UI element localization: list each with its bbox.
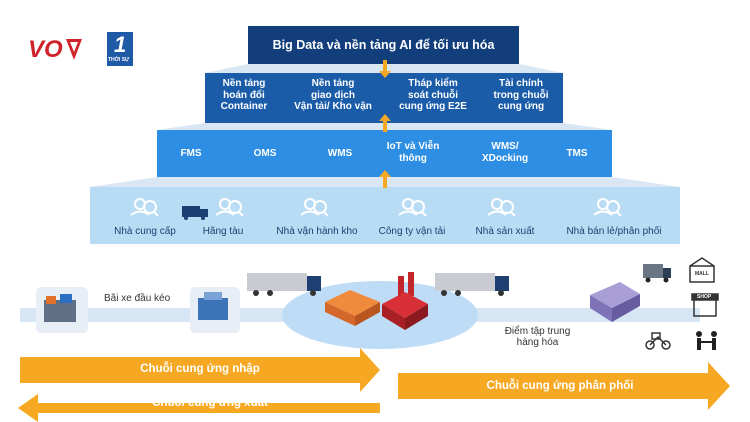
port-warehouse-icon xyxy=(36,287,88,333)
logo-subtext: THỜI SỰ xyxy=(108,57,130,63)
distribution-arrow xyxy=(398,362,730,410)
distribution-center-icon xyxy=(325,290,380,326)
level3-item-wms-xdocking: WMS/ XDocking xyxy=(481,141,529,164)
pyramid-level2-box xyxy=(205,73,563,123)
level3-item-fms: FMS xyxy=(180,148,202,159)
mall-icon xyxy=(689,257,715,283)
pyramid-top-label: Big Data và nền tảng AI để tối ưu hóa xyxy=(272,38,495,52)
person-search-icon xyxy=(130,198,159,217)
stakeholder-supplier: Nhà cung cấp xyxy=(114,226,176,237)
person-search-icon xyxy=(300,198,329,217)
delivery-truck-icon xyxy=(643,264,671,283)
mall-sign: MALL xyxy=(695,271,709,277)
export-chain-label: Chuỗi cung ứng xuất xyxy=(152,397,268,409)
stakeholder-shipping-line: Hãng tàu xyxy=(202,226,244,237)
export-arrow xyxy=(18,394,380,422)
level3-item-oms: OMS xyxy=(253,148,277,159)
distribution-chain-label: Chuỗi cung ứng phân phối xyxy=(486,380,634,392)
svg-text:VO: VO xyxy=(28,36,63,63)
truck-terminal-icon xyxy=(190,287,240,333)
stakeholder-transport-company: Công ty vận tải xyxy=(378,226,446,237)
person-search-icon xyxy=(398,198,427,217)
level3-item-tms: TMS xyxy=(566,148,588,159)
stakeholder-retailer: Nhà bán lẻ/phân phối xyxy=(566,226,662,237)
level3-item-iot: IoT và Viễn thông xyxy=(386,141,440,164)
person-search-icon xyxy=(215,198,244,217)
pyramid-top-box xyxy=(248,26,519,64)
stakeholder-warehouse-operator: Nhà vận hành kho xyxy=(276,226,358,237)
import-chain-label: Chuỗi cung ứng nhập xyxy=(140,363,260,375)
container-truck-icon xyxy=(247,273,321,296)
hub-ellipse xyxy=(282,281,478,349)
shop-icon xyxy=(691,293,719,317)
vov-logo: VO 1 THỜI SỰ xyxy=(28,30,138,70)
cross-dock-icon xyxy=(590,282,640,322)
vov-logo-mark: VO xyxy=(28,32,133,66)
handshake-icon xyxy=(696,331,717,350)
person-search-icon xyxy=(593,198,622,217)
truck-terminal-label: Bãi xe đầu kéo xyxy=(104,293,171,304)
up-arrows-icon xyxy=(379,60,391,188)
logo-number: 1 xyxy=(114,32,127,57)
stakeholder-manufacturer: Nhà sản xuất xyxy=(475,226,535,237)
import-arrow xyxy=(20,348,380,392)
person-search-icon xyxy=(487,198,516,217)
container-truck-icon xyxy=(435,273,509,296)
pyramid-level3-box xyxy=(157,130,612,177)
factory-icon xyxy=(382,272,428,330)
hub-label: Điểm tập trung hàng hóa xyxy=(504,326,571,348)
motorbike-delivery-icon xyxy=(645,332,671,350)
small-truck-icon xyxy=(182,206,208,220)
shop-sign: SHOP xyxy=(697,294,712,300)
level3-item-wms: WMS xyxy=(327,148,353,159)
